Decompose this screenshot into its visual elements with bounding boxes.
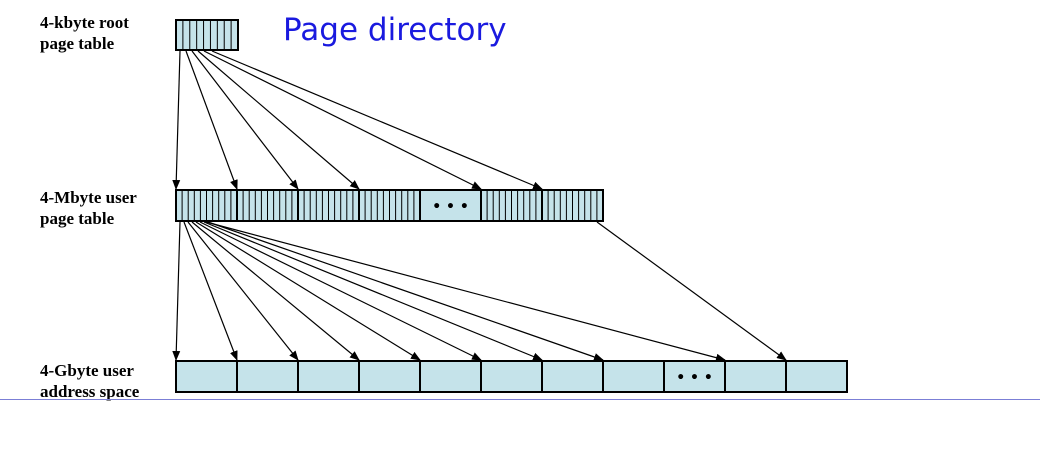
root-label-line-1: 4-kbyte root (40, 13, 129, 32)
pointer-arrow (199, 221, 482, 361)
ellipsis-text: • • • (676, 370, 713, 386)
address-space-ellipsis-cell: • • • (663, 360, 726, 393)
page-table-ellipsis-cell: • • • (419, 189, 482, 222)
root-label-line-2: page table (40, 34, 115, 53)
pointer-arrow (185, 50, 238, 190)
pointer-arrow (191, 50, 299, 190)
address-space-page (297, 360, 360, 393)
pointer-arrow (596, 221, 787, 361)
address-space-page (541, 360, 604, 393)
pointer-arrow (203, 50, 482, 190)
address-space-page (358, 360, 421, 393)
user-page-table-label: 4-Mbyte user page table (40, 187, 137, 229)
user-page-table-block (236, 189, 299, 222)
pointer-arrow (183, 221, 238, 361)
pointer-arrow (195, 221, 421, 361)
pointer-arrow (172, 221, 181, 361)
ellipsis-text: • • • (432, 199, 469, 215)
pointer-arrow (207, 221, 604, 361)
root-table-entries (175, 19, 239, 51)
address-space-page (724, 360, 787, 393)
page-title: Page directory (283, 12, 507, 48)
root-page-table-label: 4-kbyte root page table (40, 12, 129, 54)
pointer-arrow (211, 50, 543, 190)
user-page-table-block (175, 189, 238, 222)
pointer-arrow (197, 50, 360, 190)
address-space-page (175, 360, 238, 393)
address-space-label-line-1: 4-Gbyte user (40, 361, 134, 380)
user-page-table-block (358, 189, 421, 222)
address-space-page (480, 360, 543, 393)
pointer-arrow (203, 221, 543, 361)
address-space-label: 4-Gbyte user address space (40, 360, 139, 402)
user-page-table-block (541, 189, 604, 222)
address-space-page (236, 360, 299, 393)
pointer-arrows (172, 50, 787, 362)
address-space-page (785, 360, 848, 393)
pointer-arrow (187, 221, 299, 361)
address-space-page (419, 360, 482, 393)
root-page-table (175, 19, 239, 51)
address-space-label-line-2: address space (40, 382, 140, 401)
user-pt-label-line-1: 4-Mbyte user (40, 188, 137, 207)
user-page-table-block (480, 189, 543, 222)
divider-line (0, 399, 1040, 400)
user-pt-label-line-2: page table (40, 209, 115, 228)
pointer-arrow (191, 221, 360, 361)
user-address-space: • • • (175, 360, 848, 393)
pointer-arrow (205, 221, 726, 362)
pointer-arrow (172, 50, 181, 190)
user-page-table: • • • (175, 189, 604, 222)
address-space-page (602, 360, 665, 393)
user-page-table-block (297, 189, 360, 222)
